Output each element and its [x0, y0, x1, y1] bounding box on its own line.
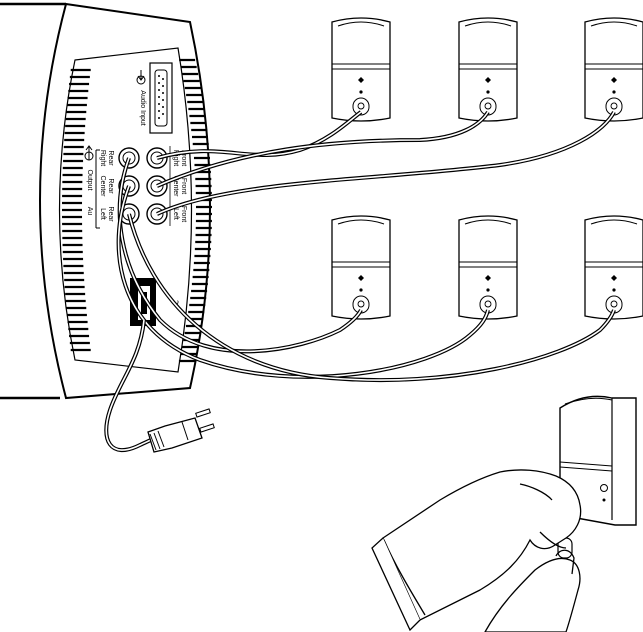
hand-inserting-plug-icon: [371, 469, 582, 632]
jack-label-right-front-1: Right: [172, 150, 179, 166]
output-label: Output: [86, 169, 93, 190]
speaker-rear-right: [584, 215, 643, 320]
speaker-front-left: [331, 17, 391, 122]
jack-label-right-rear-2: Rear: [107, 150, 114, 166]
speaker-front-right: [584, 17, 643, 122]
output-bracket: [95, 149, 100, 229]
jack-label-left-rear-1: Left: [99, 208, 106, 220]
jack-label-left-front-1: Left: [172, 208, 179, 220]
audio-input-label: Audio Input: [139, 90, 146, 125]
jack-label-right-rear-1: Right: [99, 150, 106, 166]
jack-label-center-front-2: Front: [180, 178, 187, 194]
audio-input-connector[interactable]: [149, 62, 173, 134]
speaker-front-center: [458, 17, 518, 122]
output-prefix-label: Au: [86, 207, 93, 216]
jack-label-left-front-2: Front: [180, 206, 187, 222]
cable-front-left: [156, 110, 363, 160]
speaker-cables: [104, 110, 616, 452]
jack-label-right-front-2: Front: [180, 150, 187, 166]
speaker-rear-center: [458, 215, 518, 320]
subwoofer-panel: [0, 2, 212, 400]
cable-front-right: [156, 111, 616, 216]
cable-rear-center: [116, 185, 490, 379]
cable-rear-right: [127, 213, 616, 383]
ac-plug-icon: [147, 408, 215, 453]
jack-label-center-front-1: Center: [172, 175, 179, 197]
speaker-rear-left: [331, 215, 391, 320]
jack-label-center-rear-1: Center: [99, 175, 106, 197]
jack-label-left-rear-2: Rear: [107, 206, 114, 222]
arrow-out-of-circle-icon: [84, 145, 94, 161]
power-symbol: ~: [171, 300, 183, 306]
jack-label-center-rear-2: Rear: [107, 178, 114, 194]
arrow-into-circle-icon: [136, 70, 146, 85]
cable-front-center: [156, 110, 490, 188]
